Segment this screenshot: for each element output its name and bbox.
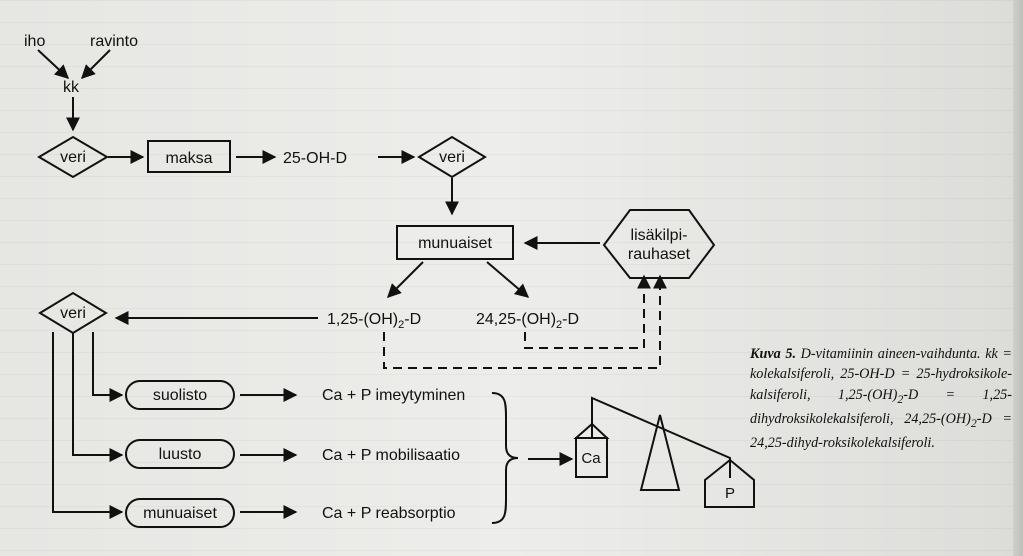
label-25ohd: 25-OH-D [283,150,347,167]
label-2425-dihydroxy: 24,25-(OH)2-D [476,311,579,331]
lisakilpi-hexagon [602,209,716,279]
caption-label: Kuva 5. [750,346,797,362]
arrow-iho-kk [37,49,70,79]
dashed-feedback-2425d [524,274,651,349]
arrow-veri-munuaiset-bottom [52,332,124,519]
figure-caption: Kuva 5. D-vitamiinin aineen-vaihdunta. k… [750,344,1012,454]
page-edge-shadow [1013,0,1023,556]
effects-brace [491,392,519,524]
label-luusto: luusto [159,446,202,463]
label-ca-imeytyminen: Ca + P imeytyminen [322,387,465,404]
arrow-munuaiset-2425d [486,261,530,298]
label-veri-right: veri [439,149,465,166]
veri-diamond-right [417,135,487,179]
label-kk: kk [63,79,80,96]
label-scale-p: P [725,485,735,502]
label-scale-ca: Ca [581,450,601,467]
label-ca-reabsorptio: Ca + P reabsorptio [322,505,456,522]
label-ravinto: ravinto [90,33,138,50]
label-iho: iho [24,33,45,50]
veri-diamond-left [38,291,108,335]
caption-sub-1: 2 [897,391,904,406]
caption-text-1: D-vitamiinin aineen-vaihdunta. kk = kole… [750,346,1012,403]
caption-text-2: -D = 1,25-dihydroksikolekalsiferoli, 24,… [750,386,1012,428]
label-veri-top: veri [60,149,86,166]
maksa-box [147,140,231,173]
suolisto-oval [125,380,235,410]
arrow-munuaiset-125d [387,261,424,298]
caption-sub-2: 2 [970,415,977,430]
label-lisakilpi-line2: rauhaset [628,246,691,263]
label-lisakilpi-line1: lisäkilpi- [631,227,688,244]
label-munuaiset: munuaiset [418,235,492,252]
veri-diamond-top [37,135,109,179]
label-munuaiset-oval: munuaiset [143,505,217,522]
munuaiset-oval [125,498,235,528]
label-ca-mobilisaatio: Ca + P mobilisaatio [322,447,460,464]
label-suolisto: suolisto [153,387,207,404]
luusto-oval [125,439,235,469]
arrow-veri-suolisto [92,332,124,402]
arrow-ravinto-kk [81,49,111,79]
label-maksa: maksa [165,150,212,167]
dashed-feedback-125d [383,274,667,369]
munuaiset-box [396,225,514,260]
caption-text-3: -D = 24,25-dihyd-roksikolekalsiferoli. [750,411,1013,452]
arrow-veri-luusto [72,332,124,462]
label-125-dihydroxy: 1,25-(OH)2-D [327,311,421,331]
balance-scale [573,396,755,508]
label-veri-left: veri [60,305,86,322]
